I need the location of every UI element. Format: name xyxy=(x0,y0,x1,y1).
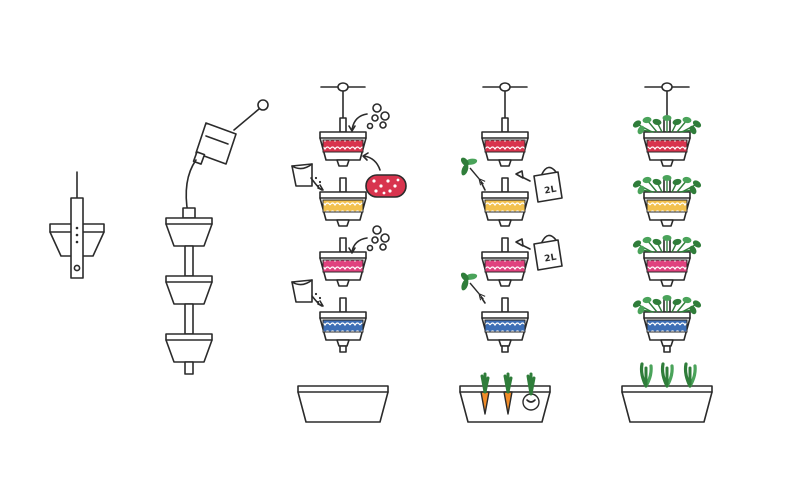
seed-bag-icon xyxy=(291,163,322,188)
carrot-icon xyxy=(503,372,513,415)
seedling-icon xyxy=(460,157,486,186)
bubbles-icon xyxy=(366,103,390,130)
panel-stacked-planters-with-hanger xyxy=(165,99,269,375)
soil-layer xyxy=(646,319,688,333)
beet-icon xyxy=(522,372,540,411)
watering-can-label: 2L xyxy=(544,253,558,265)
soil-layer xyxy=(646,199,688,213)
soil-layer xyxy=(646,259,688,273)
soil-layer xyxy=(646,139,688,153)
watering-can-icon: 2L xyxy=(515,234,563,271)
sprout-icon xyxy=(639,362,653,388)
soil-layer xyxy=(484,139,526,153)
sprout-icon xyxy=(683,362,697,388)
bubbles-icon xyxy=(366,225,390,252)
sprout-icon xyxy=(660,362,674,388)
soil-layer xyxy=(322,199,364,213)
carrot-icon xyxy=(480,372,490,415)
seed-bag-icon xyxy=(291,279,322,304)
panel-filled-planters-with-inputs xyxy=(291,103,407,307)
leafy-plant xyxy=(632,235,702,255)
leafy-plant xyxy=(632,175,702,195)
spike-stake xyxy=(70,197,84,279)
trough-icon xyxy=(297,385,389,423)
soil-layer xyxy=(322,319,364,333)
hanging-planter-tower xyxy=(459,82,551,423)
soil-layer xyxy=(484,199,526,213)
hanging-planter-tower xyxy=(297,82,389,423)
hanging-hook-icon xyxy=(661,82,673,92)
soil-layer xyxy=(322,259,364,273)
hanging-hook-icon xyxy=(337,82,349,92)
seedling-icon xyxy=(460,272,486,301)
leafy-plant xyxy=(632,115,702,135)
watering-can-icon: 2L xyxy=(515,166,563,203)
planter-stack xyxy=(165,207,213,375)
panel-grown-plants xyxy=(632,115,702,388)
soil-layer xyxy=(484,259,526,273)
hanging-hook-icon xyxy=(257,99,269,111)
soil-layer xyxy=(322,139,364,153)
panel-single-planter-unit xyxy=(49,171,105,279)
fertilizer-pill-icon xyxy=(365,174,407,198)
leafy-plant xyxy=(632,295,702,315)
soil-layer xyxy=(484,319,526,333)
trough-icon xyxy=(621,385,713,423)
panel-planting-and-watering: 2L 2L xyxy=(460,157,563,415)
hanging-hook-icon xyxy=(499,82,511,92)
watering-can-label: 2L xyxy=(544,185,558,197)
hanging-planter-tower xyxy=(621,82,713,423)
